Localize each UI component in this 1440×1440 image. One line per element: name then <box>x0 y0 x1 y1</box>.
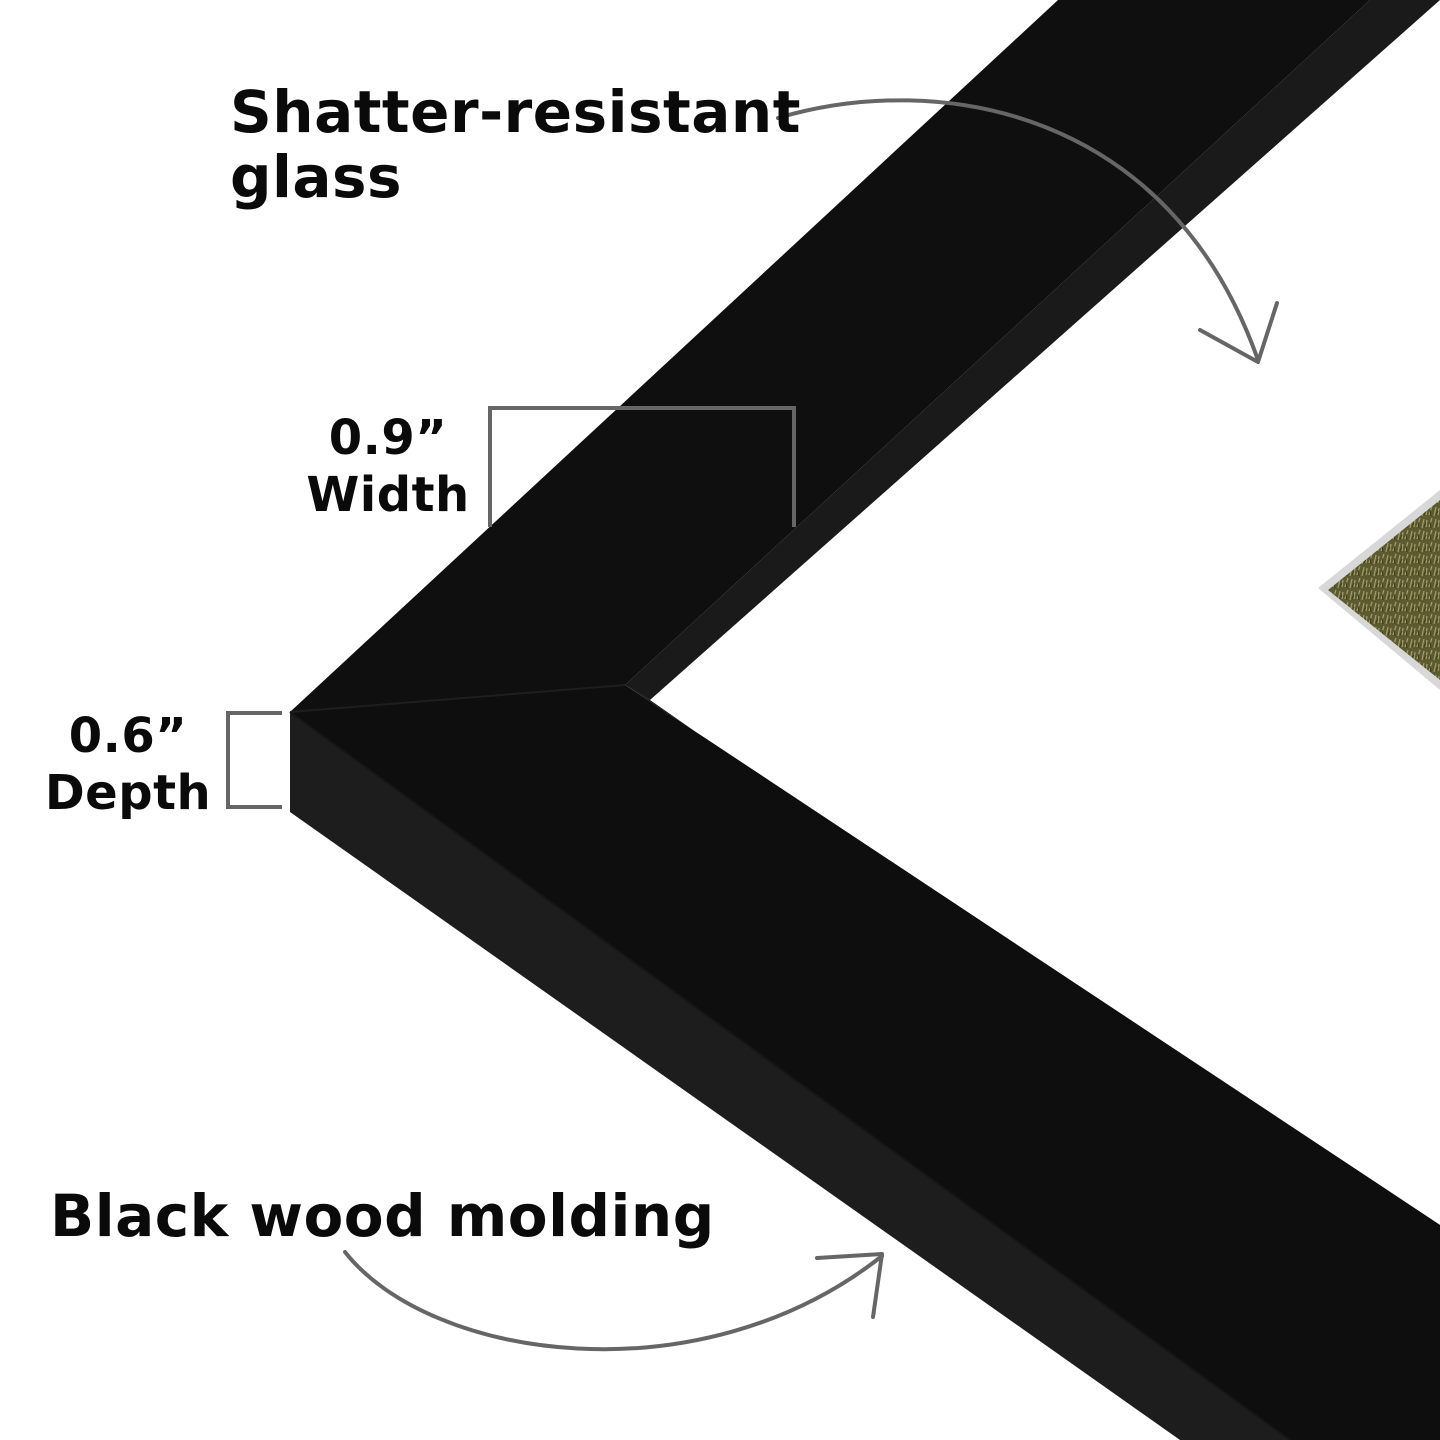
frame-top-arm <box>290 0 1370 712</box>
frame-inner-edge <box>625 0 1440 700</box>
depth-label: Depth <box>44 764 212 821</box>
depth-value: 0.6” <box>68 708 188 764</box>
mitre-seam <box>289 684 626 713</box>
frame-bottom-arm <box>290 685 1440 1440</box>
width-callout: 0.9” Width <box>300 410 476 523</box>
photo-corner <box>1318 490 1440 690</box>
width-label: Width <box>306 466 470 523</box>
glass-callout-line1: Shatter-resistant <box>230 78 801 146</box>
glass-callout: Shatter-resistant glass <box>230 80 801 210</box>
dimension-bracket-icon <box>226 711 282 809</box>
width-value: 0.9” <box>328 410 448 466</box>
curved-arrow-icon <box>776 98 1279 364</box>
curved-arrow-icon <box>343 1250 884 1352</box>
molding-text: Black wood molding <box>50 1182 715 1250</box>
molding-callout: Black wood molding <box>50 1184 715 1249</box>
depth-callout: 0.6” Depth <box>40 708 216 821</box>
glass-callout-line2: glass <box>230 142 403 211</box>
dimension-bracket-icon <box>488 406 796 527</box>
